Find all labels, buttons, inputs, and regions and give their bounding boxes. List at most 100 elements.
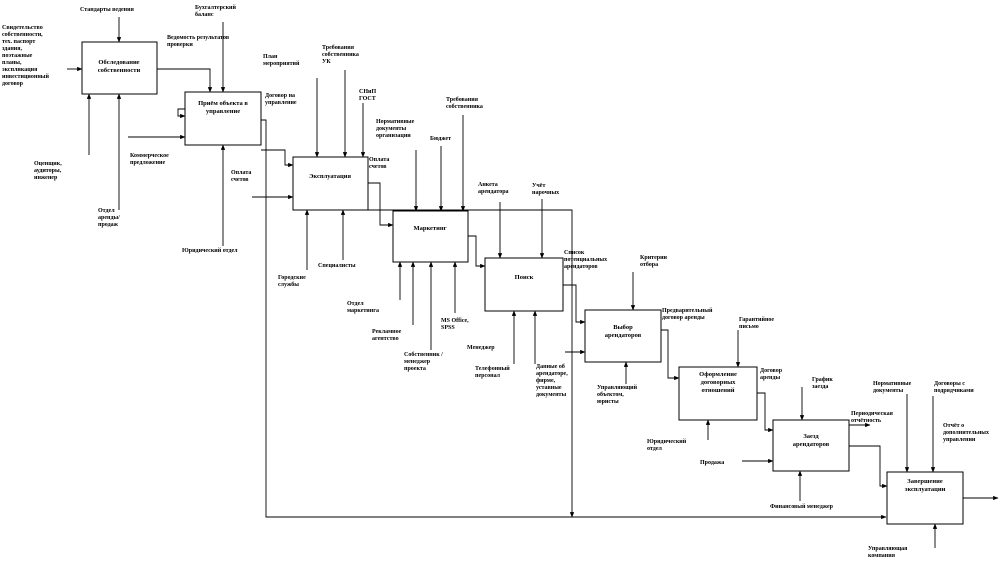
text-line: Юридический — [647, 438, 687, 445]
label-sale: Продажа — [700, 460, 724, 466]
text-line: документы — [536, 392, 566, 398]
arrow-exploit-to-finish — [368, 209, 575, 518]
text-line: собственности, — [2, 31, 43, 38]
arrow-survey-to-accept — [157, 68, 213, 93]
label-specialists: Специалисты — [318, 263, 356, 269]
text-line: Рекламное — [372, 329, 402, 335]
text-line: проверки — [167, 42, 193, 48]
text-line: управление — [265, 100, 297, 106]
text-line: Оплата — [369, 157, 389, 163]
text-line: инвестиционный — [2, 73, 49, 80]
text-line: Предварительный — [662, 307, 713, 314]
text-line: Нормативные — [376, 119, 415, 125]
flow-arrows — [67, 17, 999, 548]
text-line: собственника — [446, 103, 483, 110]
text-line: эксплуатации — [905, 486, 946, 493]
text-line: организации — [376, 133, 411, 139]
text-line: Финансовый менеджер — [770, 503, 834, 510]
text-line: Нормативные — [873, 381, 912, 387]
text-line: Приём объекта в — [198, 100, 248, 107]
arrow-feedback-accept — [177, 108, 186, 119]
text-line: Поиск — [515, 274, 534, 281]
text-line: агентство — [372, 336, 399, 342]
text-line: Городские — [278, 275, 306, 281]
text-line: Договоры с — [934, 381, 965, 387]
arrow-periodic-reports — [849, 445, 888, 489]
text-line: Ведомость результатов — [167, 35, 230, 41]
text-line: Выбор — [613, 324, 633, 331]
text-line: арендаторе, — [536, 371, 568, 377]
text-line: арендаторов — [793, 441, 830, 448]
text-line: объектом, — [597, 391, 624, 398]
text-line: управлении — [943, 437, 976, 443]
text-line: документы — [873, 388, 903, 394]
arrow-accept-to-exploit — [261, 149, 294, 168]
text-line: письмо — [739, 324, 759, 330]
text-line: собственности — [98, 67, 141, 74]
text-line: Заезд — [803, 433, 819, 440]
text-line: счетов — [231, 177, 249, 183]
text-line: Продажа — [700, 460, 724, 466]
label-appraiser: Оценщик,аудиторы,инженер — [34, 161, 62, 181]
text-line: юристы — [597, 399, 619, 405]
text-line: службы — [278, 281, 299, 288]
text-line: Обследование — [98, 59, 139, 66]
text-line: договор аренды — [662, 315, 705, 321]
text-line: проекта — [404, 366, 426, 372]
text-line: арендаторов — [605, 332, 642, 339]
text-line: Юридический отдел — [182, 247, 238, 254]
text-line: компания — [868, 553, 896, 559]
text-line: дополнительных — [943, 430, 989, 436]
label-ms-office: MS Office,SPSS — [441, 318, 469, 331]
text-line: документы — [376, 126, 406, 132]
text-line: инженер — [34, 175, 58, 181]
text-line: Собственник / — [404, 351, 443, 358]
box-marketing: Маркетинг — [392, 210, 469, 263]
text-line: Требования — [322, 44, 355, 51]
box-search-label: Поиск — [515, 274, 534, 281]
text-line: Список — [564, 250, 585, 256]
text-line: баланс — [195, 11, 214, 18]
arrow-search-to-select — [563, 284, 586, 325]
text-line: Учёт — [532, 183, 545, 189]
text-line: Управляющая — [868, 546, 908, 552]
box-marketing-label: Маркетинг — [413, 225, 446, 232]
text-line: нарочных — [532, 190, 559, 196]
text-line: экспликация — [2, 67, 38, 73]
text-line: предложение — [130, 160, 165, 166]
text-line: Требования — [446, 96, 479, 103]
text-line: отчётность — [851, 418, 882, 424]
text-line: Специалисты — [318, 263, 356, 269]
label-legal-dept: Юридический отдел — [182, 247, 238, 254]
text-line: Стандарты ведения — [80, 7, 135, 13]
